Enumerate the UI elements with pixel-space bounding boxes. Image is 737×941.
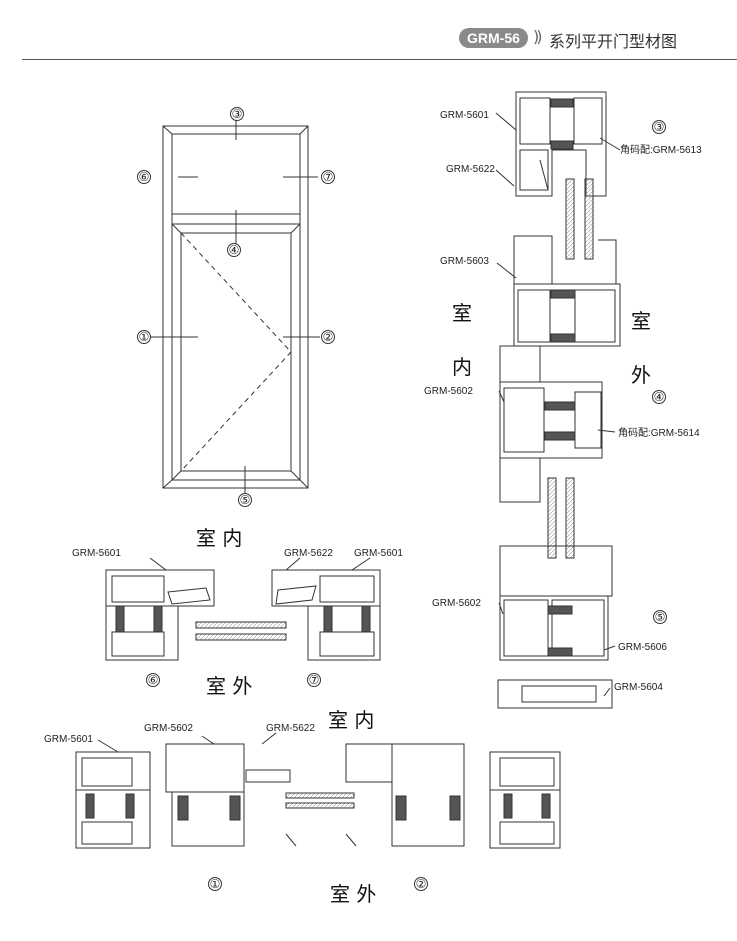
marker-6: ⑥ [139, 170, 150, 184]
door-elevation [150, 120, 320, 494]
horizontal-section-transom [105, 557, 381, 661]
vertical-section [495, 91, 621, 709]
marker-7: ⑦ [323, 170, 334, 184]
indoor-char-1: 室 [452, 301, 472, 325]
label-grm-5601: GRM-5601 [440, 110, 489, 121]
horizontal-section-transom-labels: 室 内 室 外 GRM-5601 GRM-5622 GRM-5601 ⑥ ⑦ [72, 526, 403, 698]
opening-direction [180, 232, 292, 472]
bottom-label-5622: GRM-5622 [266, 723, 315, 734]
marker-2-section: ② [416, 877, 427, 891]
bottom-outdoor: 室 外 [330, 882, 376, 906]
marker-5: ⑤ [240, 493, 251, 507]
bottom-label-5602: GRM-5602 [144, 723, 193, 734]
mid-outdoor: 室 外 [206, 674, 252, 698]
mid-indoor: 室 内 [196, 526, 242, 550]
mid-label-5601-left: GRM-5601 [72, 548, 121, 559]
mid-label-5601-right: GRM-5601 [354, 548, 403, 559]
marker-1: ① [139, 330, 150, 344]
marker-4-section: ④ [654, 390, 665, 404]
series-badge: GRM-56 [459, 28, 528, 48]
label-corner-5614: 角码配:GRM-5614 [618, 427, 700, 439]
outer-frame [162, 125, 309, 489]
label-grm-5606: GRM-5606 [618, 642, 667, 653]
horizontal-section-door [75, 732, 561, 849]
label-corner-5613: 角码配:GRM-5613 [620, 144, 702, 156]
mid-label-5622: GRM-5622 [284, 548, 333, 559]
inner-frame [171, 133, 301, 481]
marker-2: ② [323, 330, 334, 344]
outdoor-char-1: 室 [631, 309, 651, 333]
vertical-section-labels: GRM-5601 GRM-5622 GRM-5603 GRM-5602 GRM-… [424, 110, 702, 693]
label-grm-5622: GRM-5622 [446, 164, 495, 175]
chevron-icon: )) [533, 27, 543, 46]
horizontal-section-door-labels: 室 内 室 外 GRM-5601 GRM-5602 GRM-5622 ① ② [44, 708, 428, 906]
label-grm-5603: GRM-5603 [440, 256, 489, 267]
bottom-indoor: 室 内 [328, 708, 374, 732]
marker-6-section: ⑥ [148, 673, 159, 687]
page-header: GRM-56 )) 系列平开门型材图 [0, 0, 737, 60]
marker-5-section: ⑤ [655, 610, 666, 624]
marker-1-section: ① [210, 877, 221, 891]
bottom-label-5601: GRM-5601 [44, 734, 93, 745]
page-title: 系列平开门型材图 [549, 32, 678, 51]
marker-7-section: ⑦ [309, 673, 320, 687]
indoor-char-2: 内 [452, 355, 472, 379]
marker-4: ④ [229, 243, 240, 257]
marker-3-section: ③ [654, 120, 665, 134]
outdoor-char-2: 外 [631, 363, 651, 387]
sash-inner [180, 232, 292, 472]
door-sash [171, 223, 301, 481]
label-grm-5604: GRM-5604 [614, 682, 663, 693]
header-rule [22, 59, 737, 60]
elevation-markers: ③ ⑥ ⑦ ④ ① ② ⑤ [137, 107, 335, 507]
marker-3: ③ [232, 107, 243, 121]
label-grm-5602-a: GRM-5602 [424, 386, 473, 397]
label-grm-5602-b: GRM-5602 [432, 598, 481, 609]
